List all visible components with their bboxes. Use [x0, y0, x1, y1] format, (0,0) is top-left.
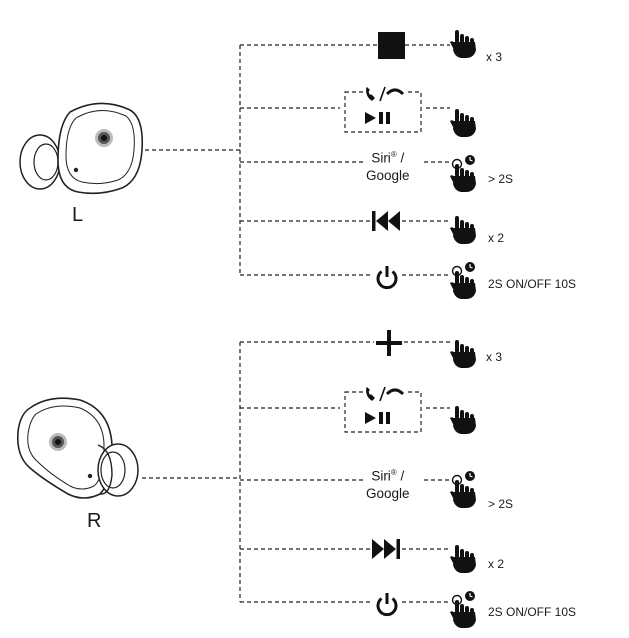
left-voice-assistant-label: Siri® / Google: [363, 146, 413, 184]
left-connectors: [145, 44, 450, 276]
right-earbud: [16, 397, 139, 499]
tap-hand-icon: [450, 340, 476, 368]
stop-square-icon: [378, 32, 405, 59]
tap-hand-icon: [450, 109, 476, 137]
power-icon: [376, 264, 398, 290]
press-hold-hand-icon: [449, 470, 477, 509]
right-plus-count: x 3: [486, 350, 503, 364]
previous-track-icon: [372, 211, 400, 231]
right-connectors: [142, 341, 450, 603]
left-power-timing: 2S ON/OFF 10S: [488, 277, 577, 291]
left-prev-count: x 2: [488, 231, 505, 245]
left-stop-count: x 3: [486, 50, 503, 64]
left-siri-duration: > 2S: [488, 172, 514, 186]
plus-icon: [376, 330, 402, 356]
right-siri-duration: > 2S: [488, 497, 514, 511]
call-play-pause-icon: [343, 384, 423, 434]
tap-hand-icon: [450, 216, 476, 244]
press-hold-hand-icon: [449, 154, 477, 193]
tap-hand-icon: [450, 30, 476, 58]
power-icon: [376, 591, 398, 617]
tap-hand-icon: [450, 545, 476, 573]
left-side-label: L: [72, 204, 84, 226]
left-earbud: [19, 102, 144, 195]
press-hold-hand-icon: [449, 590, 477, 629]
right-side-label: R: [87, 510, 102, 532]
right-power-timing: 2S ON/OFF 10S: [488, 605, 577, 619]
tap-hand-icon: [450, 406, 476, 434]
call-play-pause-icon: [343, 84, 423, 134]
right-next-count: x 2: [488, 557, 505, 571]
press-hold-hand-icon: [449, 261, 477, 300]
right-voice-assistant-label: Siri® / Google: [363, 464, 413, 502]
next-track-icon: [372, 539, 400, 559]
